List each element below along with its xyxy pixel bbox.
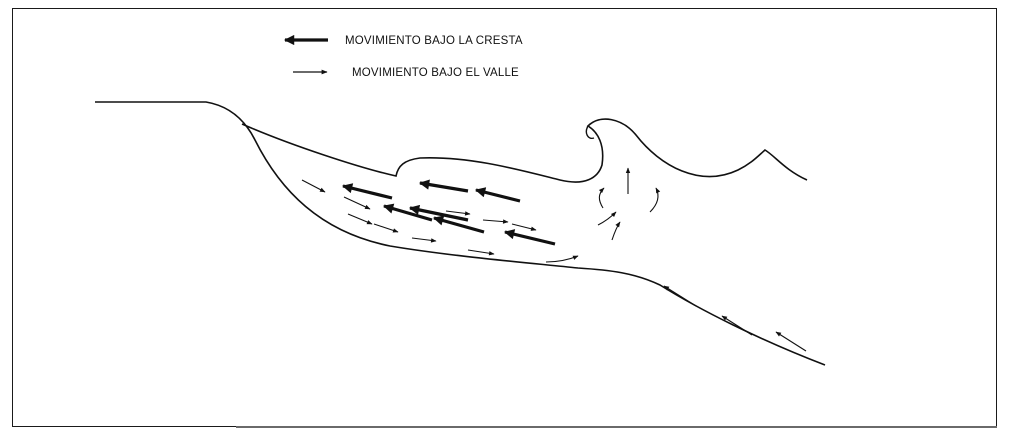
- trough-arrow: [373, 223, 399, 233]
- circulation-arrow: [598, 187, 605, 209]
- crest-arrow: [342, 183, 393, 200]
- trough-arrow: [545, 255, 579, 263]
- trough-arrow: [482, 219, 509, 224]
- slope-arrow: [721, 315, 753, 336]
- trough-arrow: [411, 237, 437, 243]
- diagram-frame: [12, 8, 997, 427]
- trough-motion-arrows: [301, 179, 579, 263]
- circulation-arrow: [597, 211, 617, 226]
- trough-arrow: [445, 210, 471, 216]
- legend-trough-label: MOVIMIENTO BAJO EL VALLE: [352, 67, 519, 79]
- slope-arrow: [663, 285, 697, 307]
- crest-arrow: [433, 215, 485, 234]
- trough-arrow: [301, 179, 326, 193]
- circulation-arrow: [649, 187, 661, 213]
- legend-crest-label: MOVIMIENTO BAJO LA CRESTA: [345, 35, 523, 47]
- crest-motion-arrows: [342, 179, 556, 246]
- trough-arrow: [343, 196, 371, 210]
- legend: MOVIMIENTO BAJO LA CRESTA MOVIMIENTO BAJ…: [283, 34, 523, 79]
- trough-arrow: [347, 213, 373, 225]
- breaker-circulation-arrows: [597, 167, 661, 241]
- seabed-profile: [95, 101, 826, 366]
- water-surface: [241, 118, 808, 183]
- offshore-slope-arrows: [663, 285, 807, 352]
- crest-arrow: [383, 203, 433, 222]
- crest-arrow: [418, 179, 469, 193]
- circulation-arrow: [611, 221, 621, 241]
- crest-curl: [585, 125, 595, 140]
- frame-shadow: [236, 426, 997, 428]
- crest-arrow: [504, 229, 556, 246]
- crest-arrow: [475, 187, 521, 203]
- crest-arrow: [408, 204, 469, 222]
- slope-arrow: [775, 331, 807, 352]
- trough-arrow: [511, 223, 537, 231]
- trough-arrow: [467, 249, 495, 256]
